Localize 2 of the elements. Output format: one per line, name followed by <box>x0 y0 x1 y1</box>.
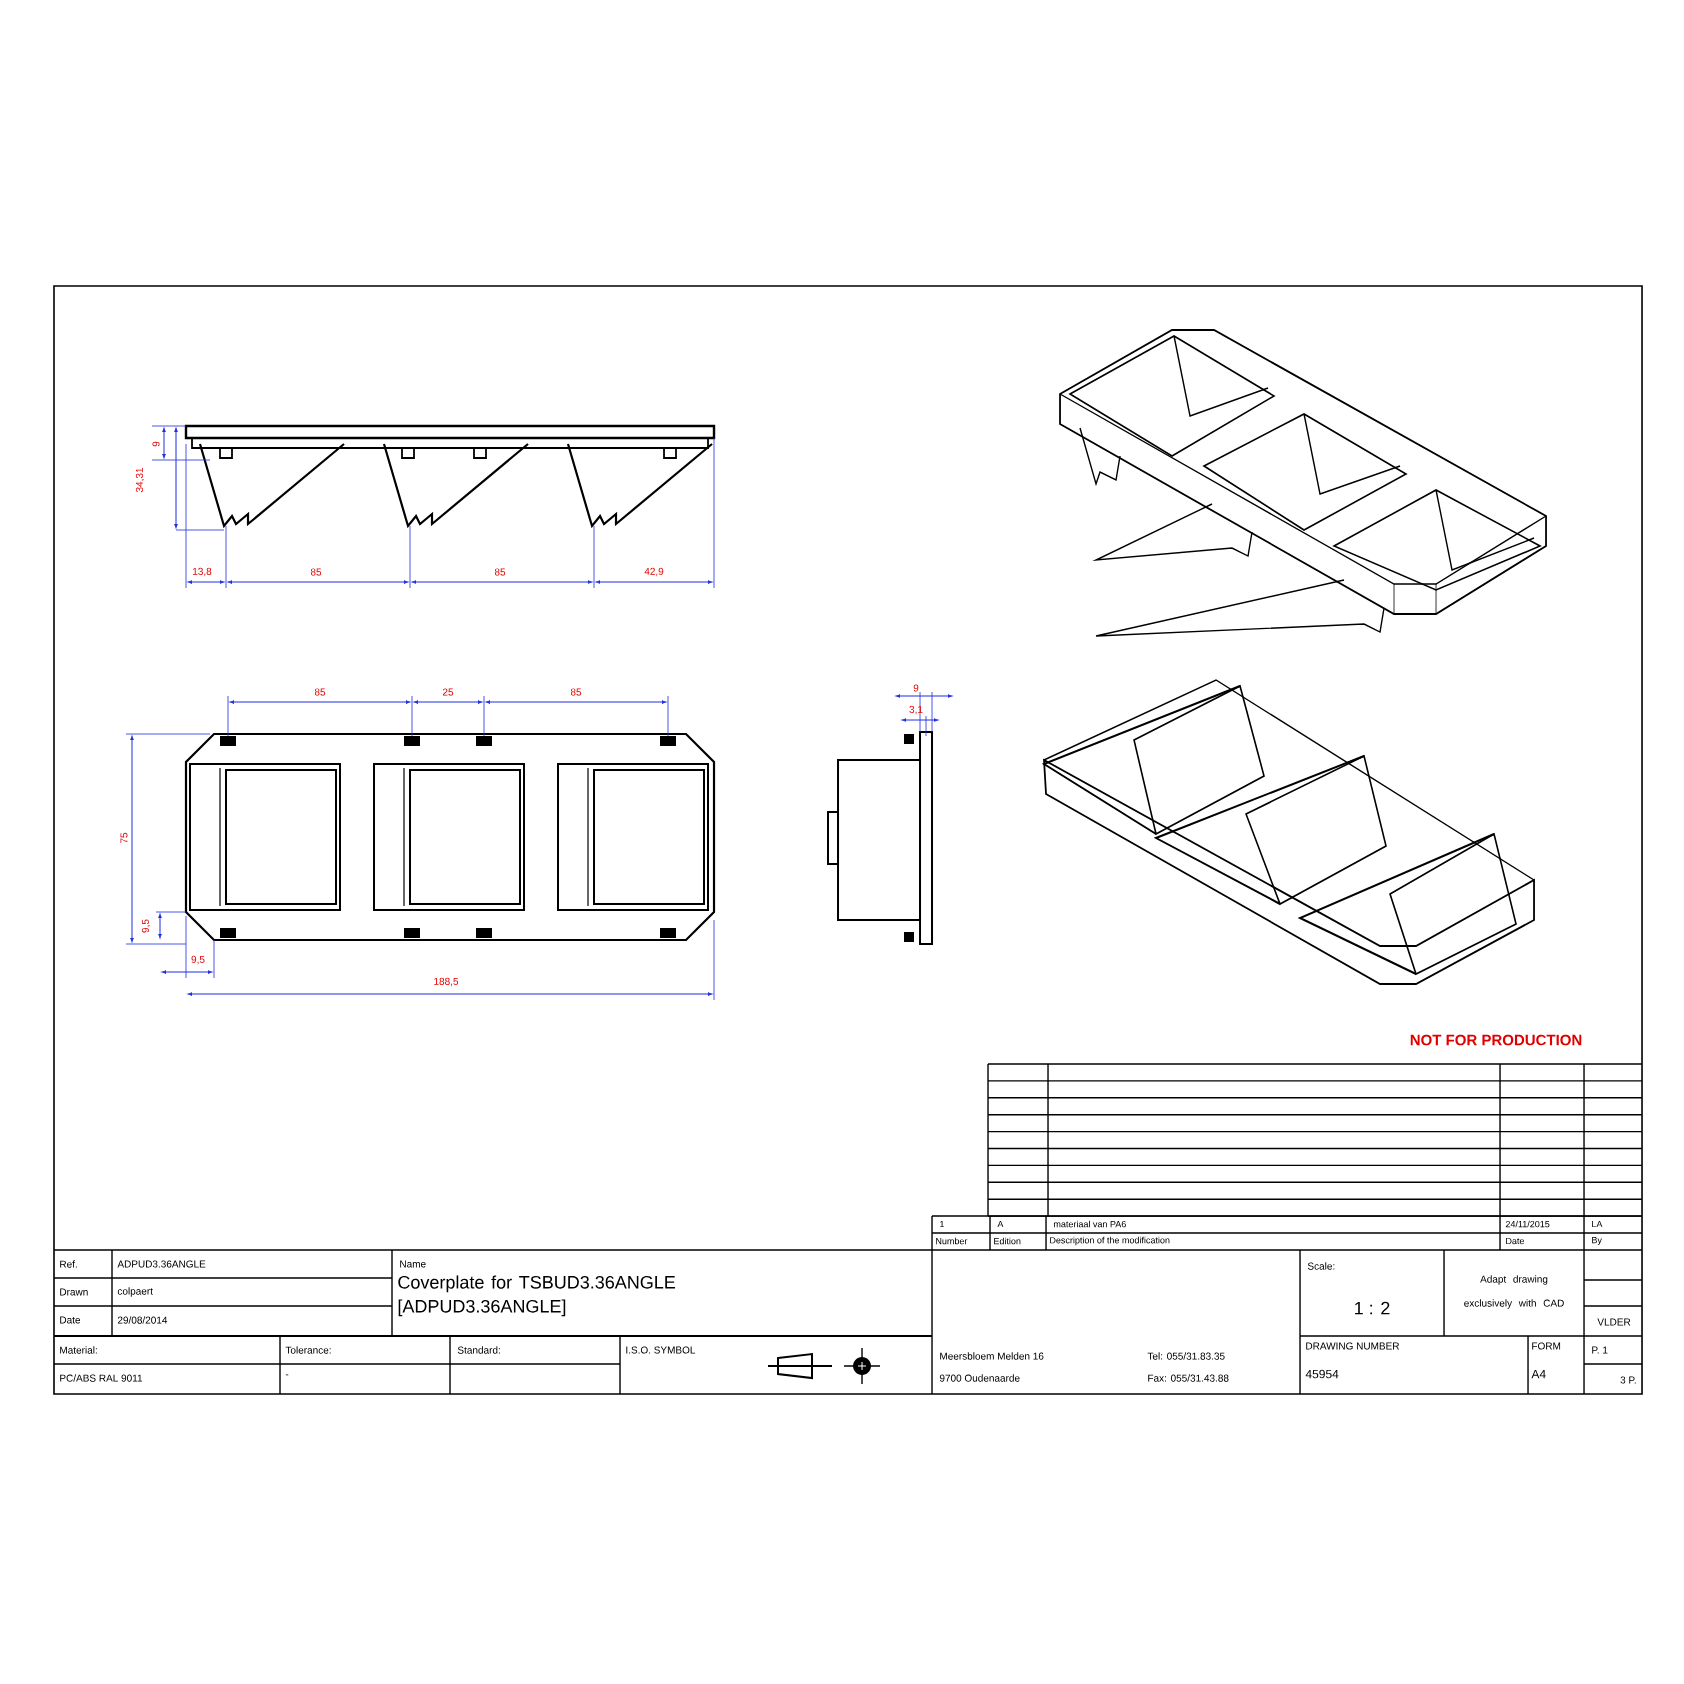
drawing-title: Coverplate for TSBUD3.36ANGLE [ADPUD3.36ANGLE] <box>398 1275 676 1317</box>
table-text: 1 : 2 <box>1355 1301 1390 1315</box>
